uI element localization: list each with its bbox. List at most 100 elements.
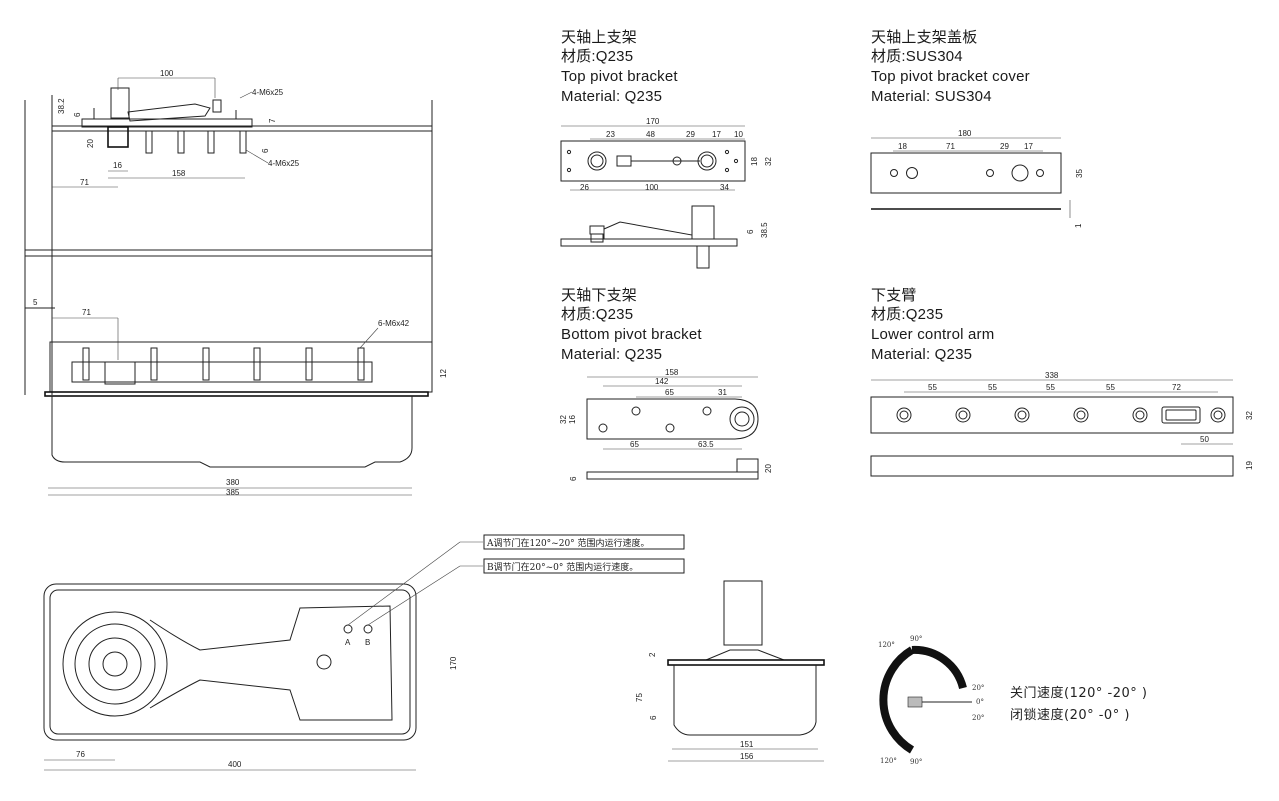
- dim-32-arm: 32: [1245, 411, 1254, 420]
- plan-view: A B A调节门在120°~20° 范围内运行速度。 B调节门在20°~0° 范…: [43, 534, 685, 771]
- dim-170-plan: 170: [449, 656, 458, 670]
- dim-6-b: 6: [261, 148, 270, 153]
- dim-6-sec: 6: [649, 715, 658, 720]
- deg-20-a: 20°: [972, 684, 984, 692]
- dim-17: 17: [712, 130, 721, 139]
- latch-speed-label: 闭锁速度(20° -0° ): [1010, 707, 1130, 723]
- assembly-elevation: 100 38.2 6 20 16 158 71 7 6 4-M6x25 4-M6…: [24, 69, 448, 497]
- dim-380: 380: [226, 478, 240, 487]
- dim-5: 5: [33, 298, 38, 307]
- deg-0: 0°: [976, 698, 984, 706]
- section-view: 2 75 6 151 156: [635, 580, 825, 762]
- dim-31: 31: [718, 388, 727, 397]
- dim-38-2: 38.2: [57, 98, 66, 114]
- top-cover-material-cn: 材质:SUS304: [871, 48, 963, 65]
- dim-29-cover: 29: [1000, 142, 1009, 151]
- screw-label-1: 4-M6x25: [252, 88, 284, 97]
- dim-65-bottom: 65: [630, 440, 639, 449]
- top-pivot-bracket-cover: 天轴上支架盖板 材质:SUS304 Top pivot bracket cove…: [870, 28, 1084, 228]
- dim-20-bb: 20: [764, 464, 773, 473]
- bottom-bracket-title-cn: 天轴下支架: [561, 287, 637, 304]
- note-valve-a: A调节门在120°~20° 范围内运行速度。: [486, 537, 650, 549]
- speed-diagram: 120° 90° 20° 0° 20° 120° 90° 关门速度(120° -…: [878, 635, 1147, 766]
- lower-arm-material-cn: 材质:Q235: [871, 306, 943, 323]
- top-cover-title-en: Top pivot bracket cover: [871, 68, 1030, 85]
- lower-control-arm: 下支臂 材质:Q235 Lower control arm Material: …: [870, 287, 1254, 477]
- top-pivot-bracket: 天轴上支架 材质:Q235 Top pivot bracket Material…: [560, 29, 773, 269]
- dim-18-cover: 18: [898, 142, 907, 151]
- dim-50: 50: [1200, 435, 1209, 444]
- bottom-bracket-title-en: Bottom pivot bracket: [561, 326, 702, 343]
- top-cover-title-cn: 天轴上支架盖板: [871, 28, 977, 46]
- dim-170: 170: [646, 117, 660, 126]
- dim-55-4: 55: [1106, 383, 1115, 392]
- dim-158-bb: 158: [665, 368, 679, 377]
- dim-100-top: 100: [160, 69, 174, 78]
- dim-38-5: 38.5: [760, 222, 769, 238]
- dim-19: 19: [1245, 461, 1254, 470]
- dim-12: 12: [439, 369, 448, 378]
- close-speed-label: 关门速度(120° -20° ): [1010, 685, 1147, 701]
- dim-10: 10: [734, 130, 743, 139]
- top-bracket-material-cn: 材质:Q235: [561, 48, 633, 65]
- dim-26: 26: [580, 183, 589, 192]
- dim-55-3: 55: [1046, 383, 1055, 392]
- dim-34: 34: [720, 183, 729, 192]
- deg-20-b: 20°: [972, 714, 984, 722]
- dim-55-2: 55: [988, 383, 997, 392]
- lower-arm-material-en: Material: Q235: [871, 346, 972, 363]
- dim-76: 76: [76, 750, 85, 759]
- dim-100: 100: [645, 183, 659, 192]
- bottom-screws: [82, 347, 365, 381]
- dim-156: 156: [740, 752, 754, 761]
- screw-label-3: 6-M6x42: [378, 319, 410, 328]
- dim-63-5: 63.5: [698, 440, 714, 449]
- dim-2: 2: [648, 652, 657, 657]
- dim-16-bb: 16: [568, 415, 577, 424]
- dim-23: 23: [606, 130, 615, 139]
- dim-6-a: 6: [73, 112, 82, 117]
- valve-label-a: A: [345, 638, 351, 647]
- dim-71-b: 71: [82, 308, 91, 317]
- bottom-pivot-bracket: 天轴下支架 材质:Q235 Bottom pivot bracket Mater…: [559, 287, 773, 481]
- dim-180: 180: [958, 129, 972, 138]
- deg-120-bottom: 120°: [880, 757, 897, 765]
- deg-90-top: 90°: [910, 635, 922, 643]
- bottom-bracket-material-cn: 材质:Q235: [561, 306, 633, 323]
- top-cover-material-en: Material: SUS304: [871, 88, 992, 105]
- dim-385: 385: [226, 488, 240, 497]
- dim-71: 71: [80, 178, 89, 187]
- top-bracket-material-en: Material: Q235: [561, 88, 662, 105]
- top-screws: [145, 130, 247, 154]
- dim-65-top: 65: [665, 388, 674, 397]
- dim-48: 48: [646, 130, 655, 139]
- dim-6-bb: 6: [569, 476, 578, 481]
- dim-29: 29: [686, 130, 695, 139]
- dim-16: 16: [113, 161, 122, 170]
- dim-35: 35: [1075, 169, 1084, 178]
- deg-120-top: 120°: [878, 641, 895, 649]
- dim-72: 72: [1172, 383, 1181, 392]
- dim-1: 1: [1074, 223, 1083, 228]
- note-valve-b: B调节门在20°~0° 范围内运行速度。: [487, 561, 638, 573]
- deg-90-bottom: 90°: [910, 758, 922, 766]
- dim-71-cover: 71: [946, 142, 955, 151]
- dim-32-bb: 32: [559, 415, 568, 424]
- dim-158: 158: [172, 169, 186, 178]
- top-bracket-title-en: Top pivot bracket: [561, 68, 678, 85]
- lower-arm-title-en: Lower control arm: [871, 326, 994, 343]
- valve-label-b: B: [365, 638, 370, 647]
- dim-7: 7: [268, 118, 277, 123]
- dim-338: 338: [1045, 371, 1059, 380]
- dim-32: 32: [764, 157, 773, 166]
- dim-18: 18: [750, 157, 759, 166]
- top-bracket-title-cn: 天轴上支架: [561, 29, 637, 46]
- dim-55-1: 55: [928, 383, 937, 392]
- screw-label-2: 4-M6x25: [268, 159, 300, 168]
- lower-arm-title-cn: 下支臂: [871, 287, 917, 304]
- dim-6-side: 6: [746, 229, 755, 234]
- dim-20: 20: [86, 139, 95, 148]
- bottom-bracket-material-en: Material: Q235: [561, 346, 662, 363]
- dim-151: 151: [740, 740, 754, 749]
